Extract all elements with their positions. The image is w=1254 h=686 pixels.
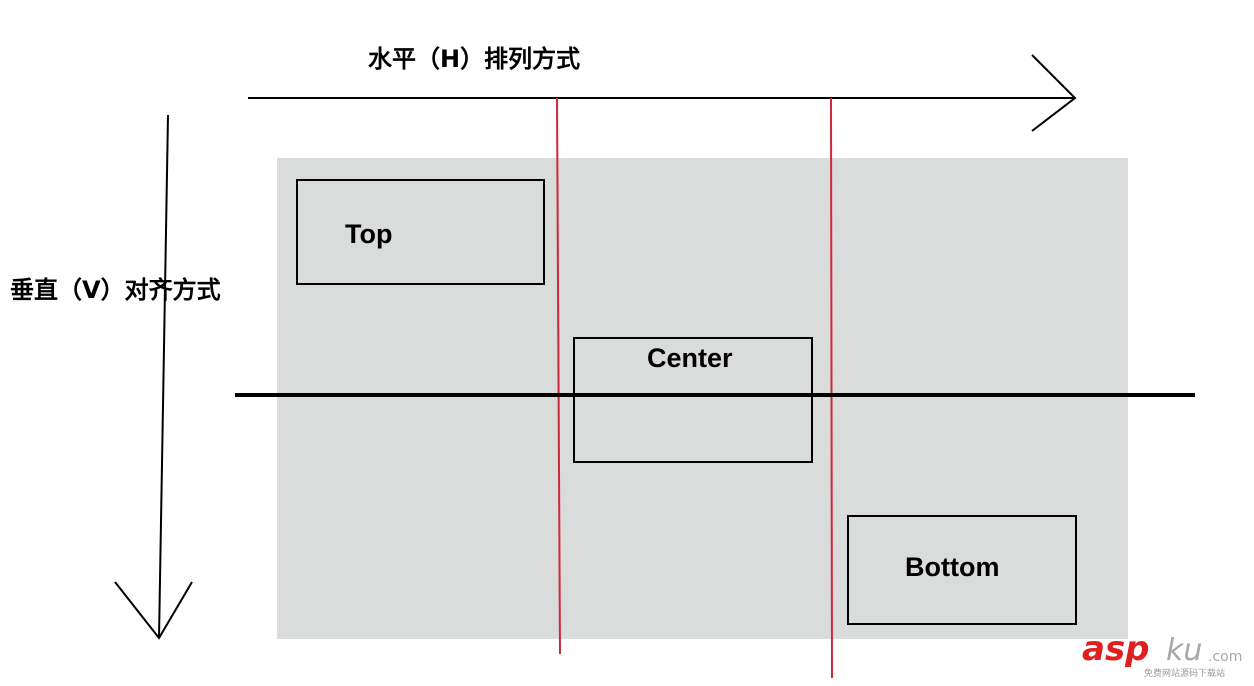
vertical-arrow-shaft (158, 114, 169, 639)
horizontal-arrow-head (1031, 54, 1077, 132)
red-guide-line-right (830, 97, 833, 679)
horizontal-alignment-label: 水平（H）排列方式 (368, 45, 581, 73)
box-bottom-label: Bottom (905, 552, 1000, 582)
box-bottom: Bottom (847, 515, 1077, 625)
watermark-tagline: 免费网站源码下载站 (1144, 669, 1226, 679)
red-guide-line-left (556, 97, 561, 655)
box-center: Center (573, 337, 813, 463)
watermark-logo: asp ku .com 免费网站源码下载站 (1082, 632, 1252, 684)
box-top-label: Top (345, 219, 393, 249)
watermark-brand-grey: ku (1166, 633, 1203, 668)
watermark-suffix: .com (1208, 649, 1243, 665)
box-center-label: Center (647, 343, 733, 373)
alignment-area (277, 158, 1128, 639)
watermark-brand-red: asp (1082, 629, 1150, 669)
vertical-alignment-label: 垂直（V）对齐方式 (10, 276, 221, 304)
box-top: Top (296, 179, 545, 285)
vertical-arrow-head (114, 581, 193, 640)
